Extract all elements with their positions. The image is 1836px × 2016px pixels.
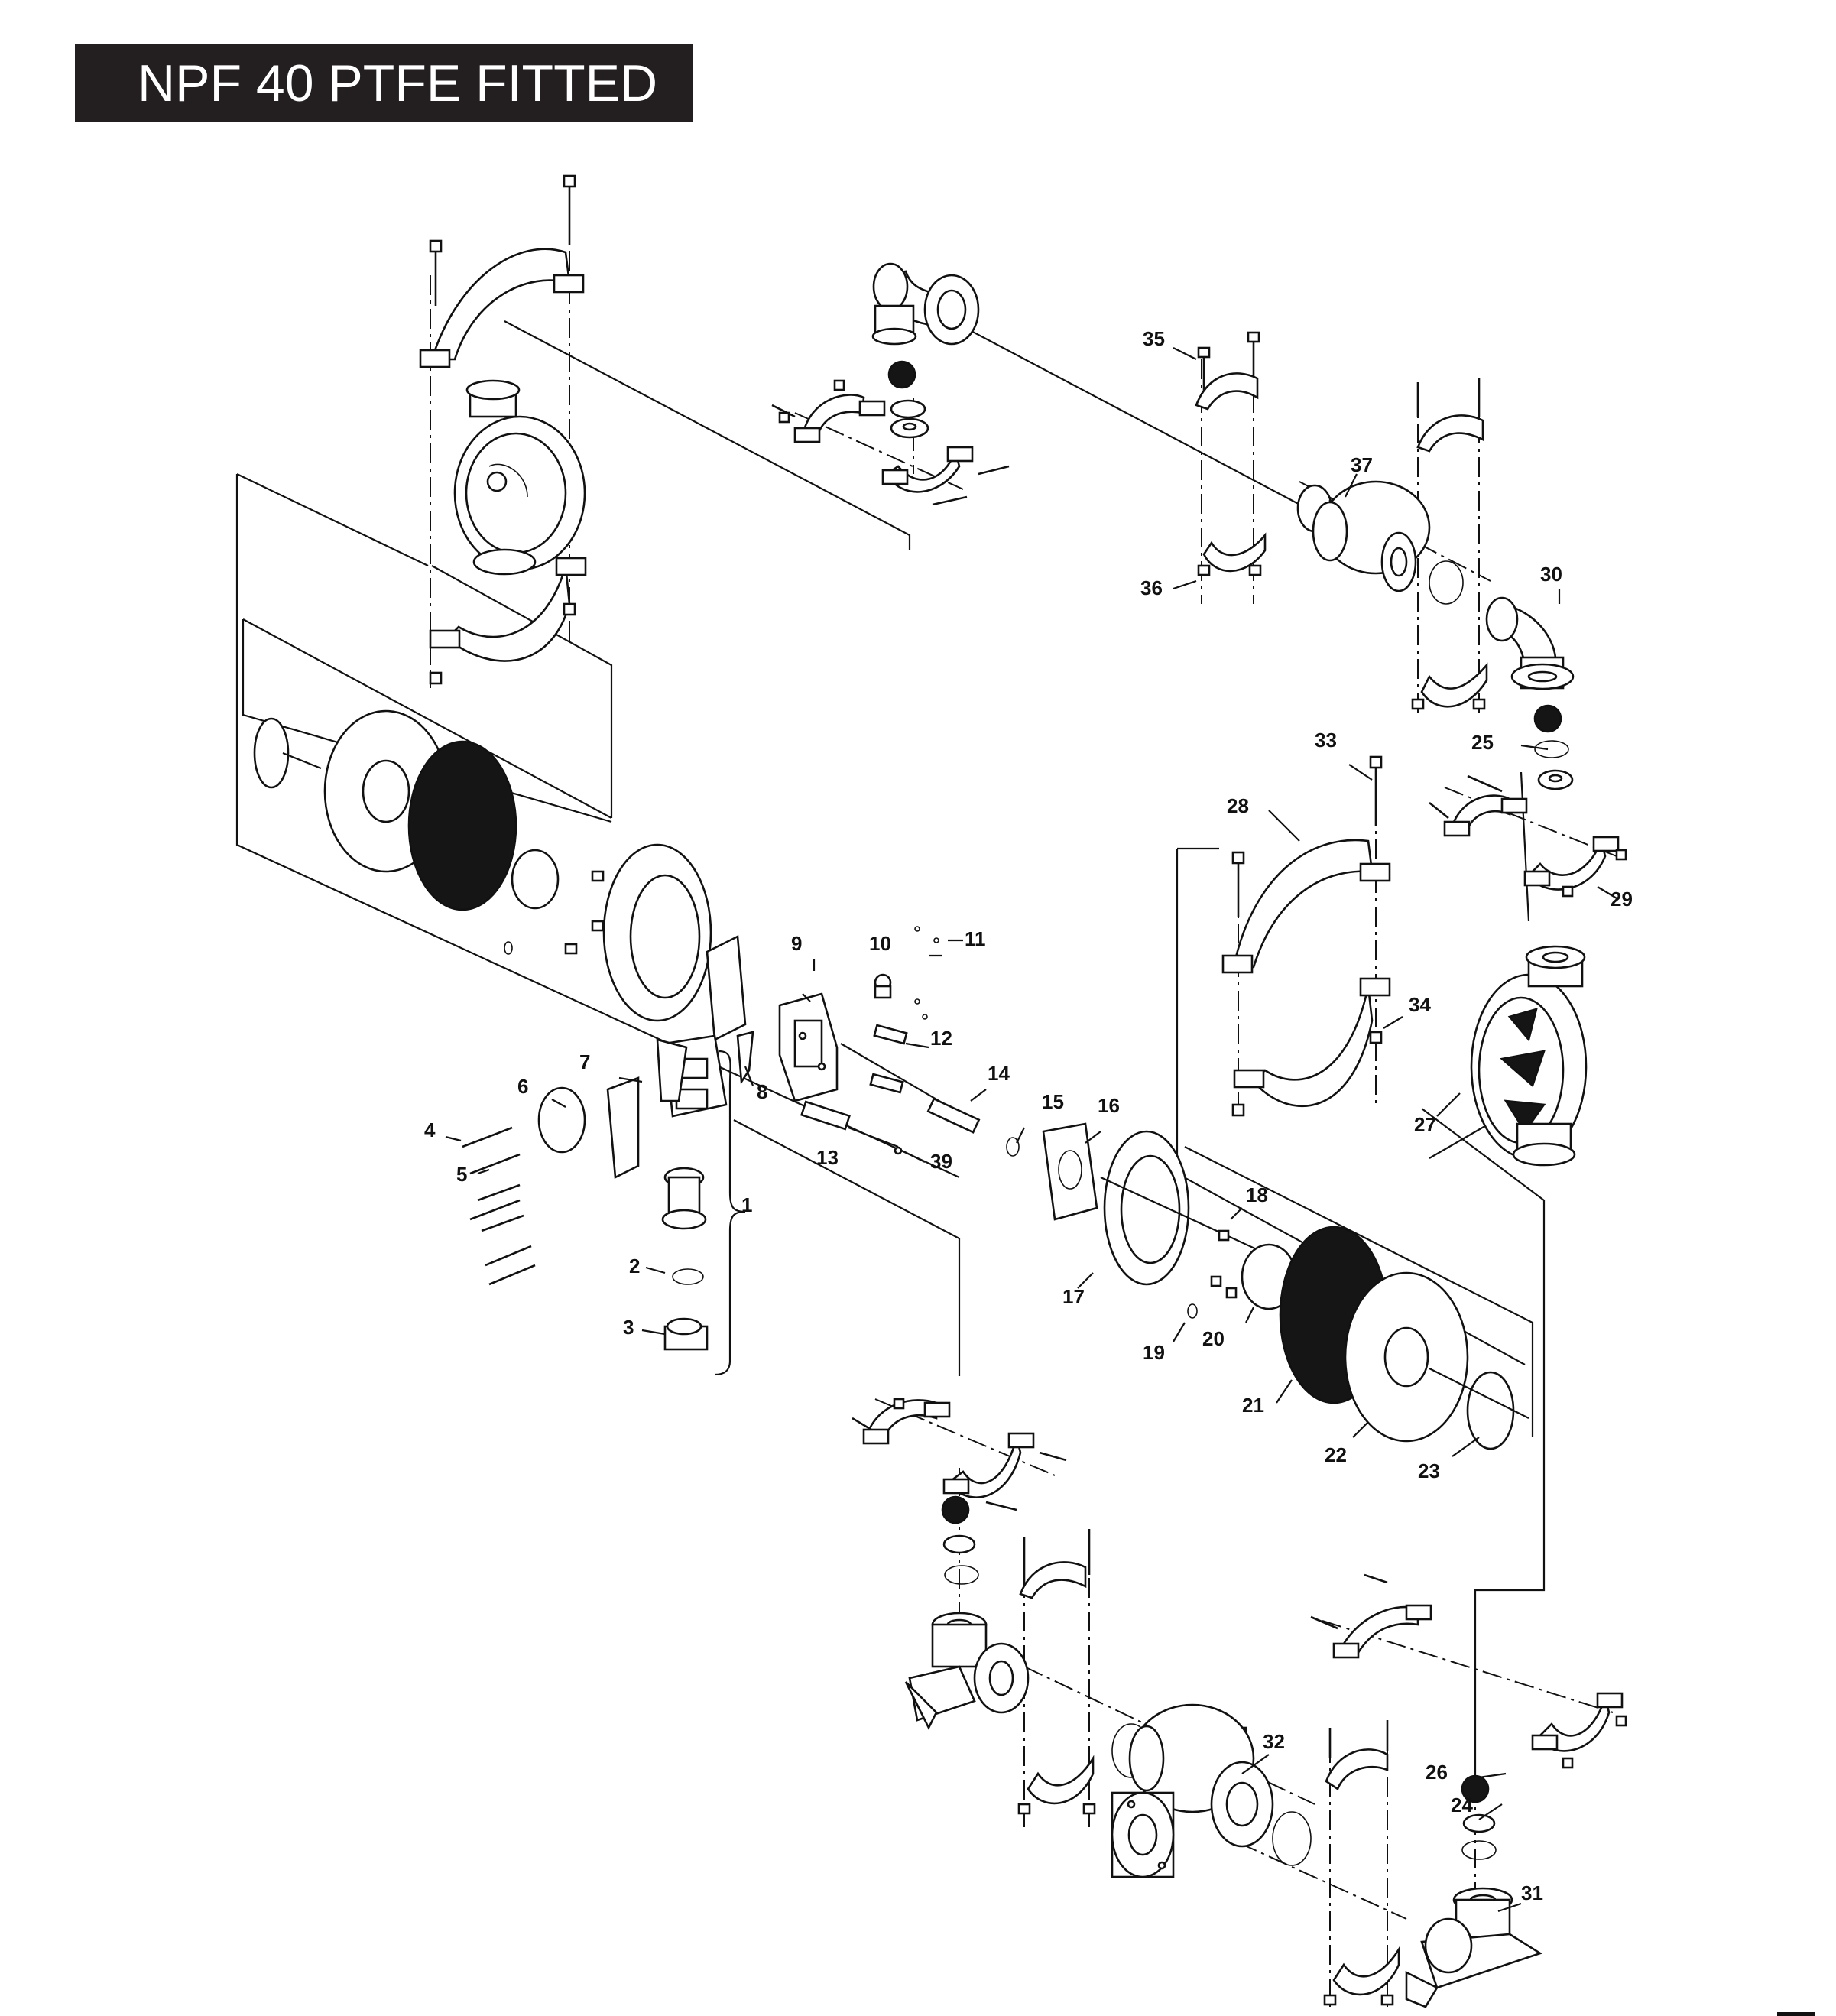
- right-diaphragm-stack: [1241, 1226, 1529, 1450]
- callout-6: 6: [517, 1075, 528, 1098]
- callout-9: 9: [791, 932, 802, 955]
- callout-30: 30: [1540, 563, 1562, 586]
- callout-37: 37: [1351, 453, 1373, 476]
- callout-17: 17: [1062, 1285, 1085, 1308]
- callout-2: 2: [629, 1255, 640, 1277]
- bottom-right-clamps: [1310, 1573, 1627, 2006]
- bottom-center-clamps: [852, 1398, 1067, 1511]
- callout-33: 33: [1315, 729, 1337, 752]
- callout-3: 3: [623, 1316, 634, 1339]
- callout-7: 7: [579, 1050, 590, 1073]
- callout-20: 20: [1202, 1327, 1225, 1350]
- right-air-chamber: [1100, 1130, 1300, 1319]
- callout-22: 22: [1325, 1443, 1347, 1466]
- callout-29: 29: [1611, 888, 1633, 911]
- callout-24: 24: [1451, 1794, 1473, 1816]
- right-plate-16: [1042, 1122, 1098, 1221]
- upper-left-clamp: [419, 248, 587, 685]
- right-ball-seat: [1533, 704, 1574, 790]
- callout-10: 10: [869, 932, 891, 955]
- callout-4: 4: [424, 1118, 436, 1141]
- left-air-chamber: [564, 843, 747, 1042]
- upper-left-chamber: [453, 379, 586, 576]
- callout-8: 8: [757, 1080, 767, 1103]
- callout-35: 35: [1143, 327, 1165, 350]
- top-small-clamps: [771, 379, 1010, 506]
- callout-19: 19: [1143, 1341, 1165, 1364]
- air-valve-body: [778, 992, 839, 1102]
- callout-14: 14: [988, 1062, 1010, 1085]
- callout-21: 21: [1242, 1394, 1264, 1417]
- bottom-left-inlet: [904, 1612, 1030, 1730]
- small-hardware: [914, 926, 963, 1020]
- callout-12: 12: [930, 1027, 952, 1050]
- callout-27: 27: [1414, 1113, 1436, 1136]
- callout-labels: 1 2 3 4 5 6 7 8 9 10 11 12 13 14 15 16 1…: [424, 327, 1633, 1904]
- callout-34: 34: [1409, 993, 1431, 1016]
- pilot-parts: [537, 1031, 754, 1180]
- callout-13: 13: [816, 1146, 839, 1169]
- callout-23: 23: [1418, 1459, 1440, 1482]
- bolts-4-5: [462, 1126, 536, 1286]
- bottom-right-ball-seat: [1461, 1774, 1497, 1860]
- upper-left-clamp-bolt: [429, 174, 576, 306]
- center-muffler: [661, 1167, 709, 1351]
- callout-1-bracket: [714, 1050, 746, 1376]
- callout-15: 15: [1042, 1090, 1064, 1113]
- right-chamber: [1470, 945, 1588, 1167]
- bottom-tee-manifold: [1111, 1703, 1312, 1878]
- callout-32: 32: [1263, 1730, 1285, 1753]
- upper-right-manifold: [1296, 480, 1464, 605]
- page-title: NPF 40 PTFE FITTED: [75, 44, 693, 122]
- callout-5: 5: [456, 1163, 467, 1186]
- callout-28: 28: [1227, 794, 1249, 817]
- right-elbow: [1485, 596, 1575, 690]
- callout-25: 25: [1471, 731, 1494, 754]
- leader-lines: [445, 347, 1617, 1913]
- corner-mark: [1777, 2012, 1815, 2016]
- callout-36: 36: [1140, 576, 1163, 599]
- top-ball-seat: [887, 360, 929, 439]
- bottom-right-inlet: [1405, 1887, 1543, 2008]
- top-elbow: [871, 262, 980, 346]
- callout-31: 31: [1521, 1881, 1543, 1904]
- bottom-left-clamps: [1017, 1529, 1096, 1815]
- bottom-left-ball-seat: [941, 1495, 979, 1585]
- right-small-clamps: [1429, 774, 1627, 898]
- shaft-assembly: [800, 973, 1020, 1157]
- upper-right-clamps: [1195, 331, 1488, 710]
- callout-26: 26: [1426, 1761, 1448, 1784]
- left-diaphragm-stack: [253, 709, 560, 955]
- right-chamber-clamp: [1221, 755, 1391, 1117]
- callout-11: 11: [965, 927, 986, 950]
- callout-18: 18: [1246, 1183, 1268, 1206]
- callout-1: 1: [741, 1193, 752, 1216]
- callout-16: 16: [1098, 1094, 1120, 1117]
- callout-39: 39: [930, 1150, 952, 1173]
